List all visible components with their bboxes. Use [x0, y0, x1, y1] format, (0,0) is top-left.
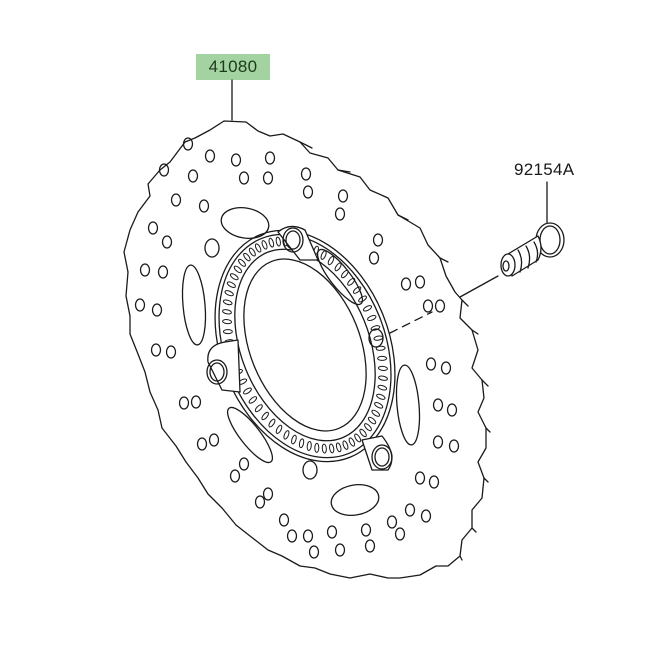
assembly-centerline-dashed [389, 311, 433, 334]
disc-edge-thickness [299, 141, 491, 561]
assembly-centerline [459, 275, 499, 298]
brake-disc[interactable] [123, 120, 491, 579]
part-number-label-41080[interactable]: 41080 [196, 54, 270, 80]
disc-lightening-slots [181, 207, 421, 516]
mounting-boss-top [277, 225, 319, 261]
disc-outer-edge [123, 120, 487, 579]
part-number-label-92154a[interactable]: 92154A [514, 160, 575, 179]
disc-center-bore [243, 258, 367, 432]
mounting-bolt[interactable] [500, 222, 565, 277]
mounting-boss-left [206, 339, 241, 393]
mounting-boss-bottom [361, 435, 393, 471]
abs-ring-inner [234, 248, 376, 442]
disc-drilled-holes [134, 137, 460, 559]
